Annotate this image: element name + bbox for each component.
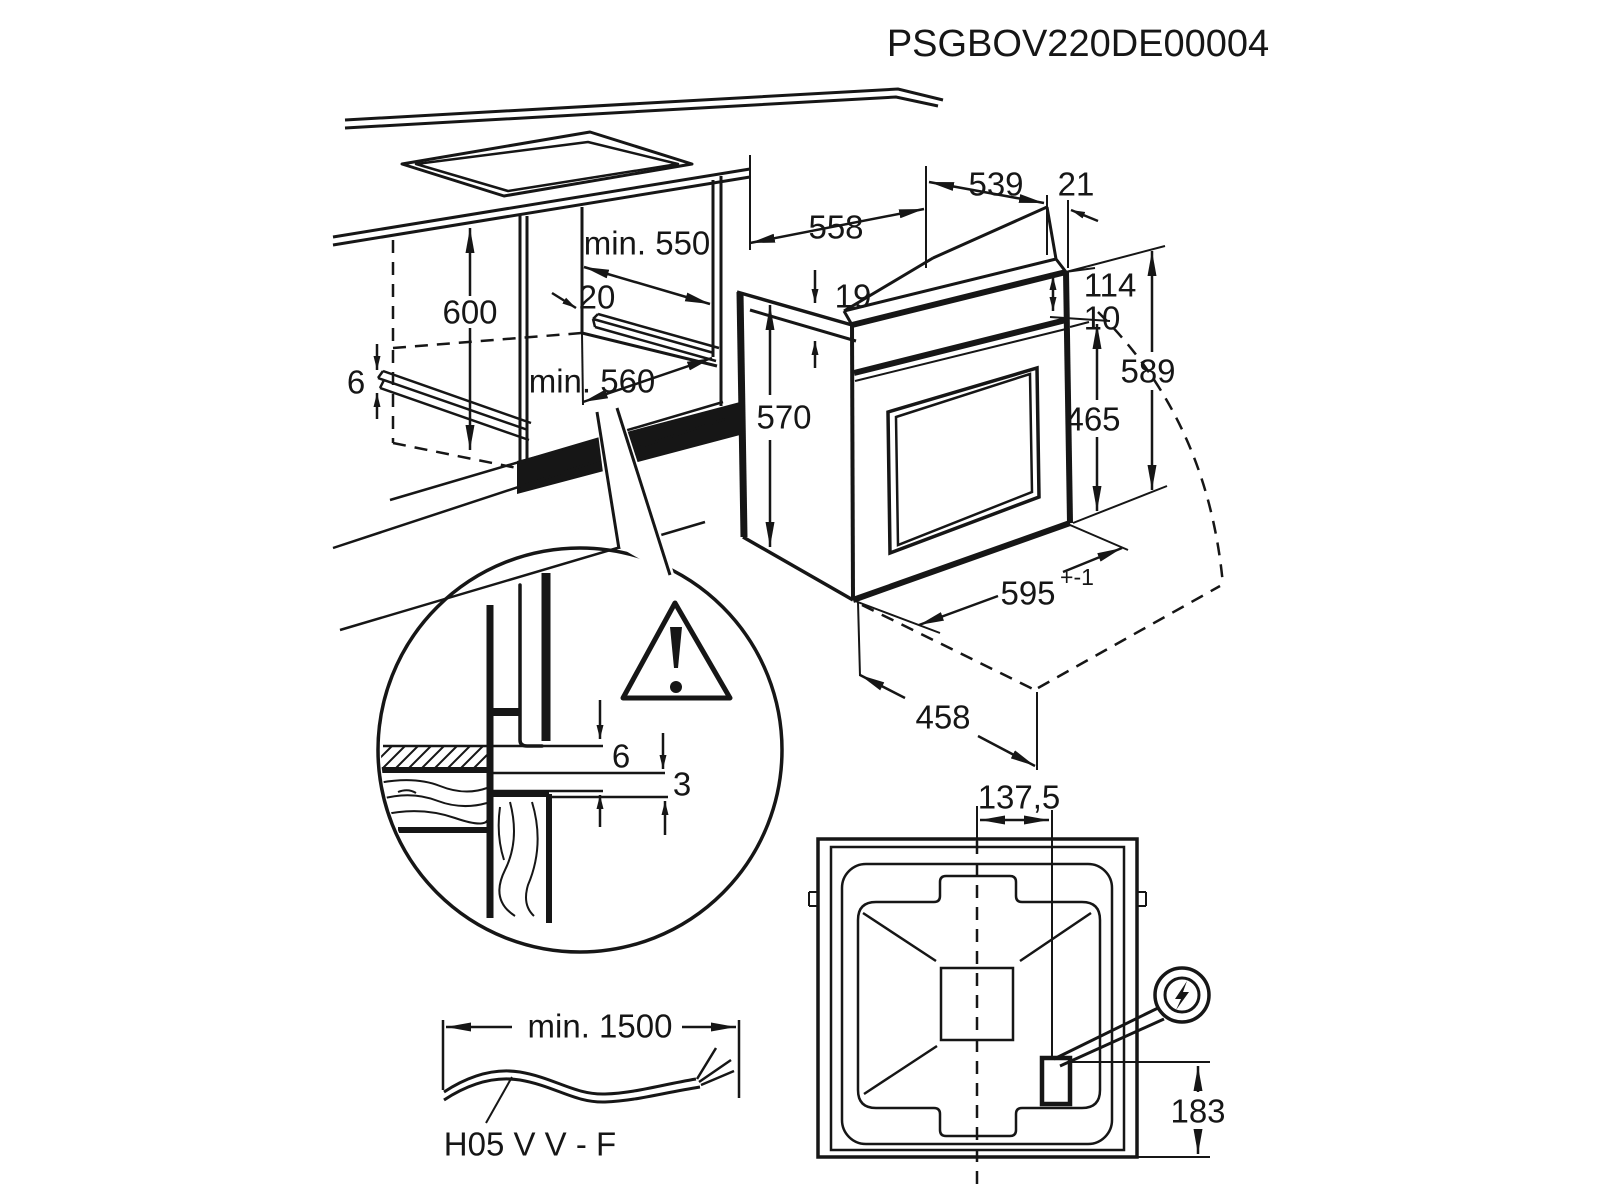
dim-junction-height: 183 bbox=[1170, 1066, 1226, 1154]
label-rear-depth: 539 bbox=[968, 166, 1023, 203]
door-swing-arc bbox=[1097, 311, 1225, 586]
door-window-inner bbox=[894, 372, 1034, 547]
wood-grain-left bbox=[381, 779, 490, 825]
floor-projection bbox=[861, 584, 1221, 692]
cooktop-cutout-outer bbox=[400, 130, 694, 198]
dim-rail-height: 6 bbox=[347, 344, 381, 419]
support-rail-right bbox=[591, 312, 720, 363]
label-front-height: 589 bbox=[1120, 353, 1175, 390]
dim-door-height: 465 bbox=[1065, 324, 1121, 511]
cable-line-top bbox=[443, 1069, 697, 1096]
fascia-bottom-edge bbox=[851, 520, 1072, 603]
dim-front-height: 589 bbox=[1120, 251, 1176, 490]
fascia-top-edge bbox=[851, 269, 1067, 328]
counter-front-edge bbox=[332, 167, 751, 239]
cable-view: min. 1500 H05 V V - F bbox=[441, 1008, 741, 1163]
ext-line bbox=[581, 332, 584, 406]
height-ext-lines bbox=[1070, 1061, 1210, 1158]
dim-niche-depth-bottom: min. 560 bbox=[529, 356, 713, 404]
extension-lines bbox=[749, 155, 1168, 770]
label-front-frame-depth: 21 bbox=[1058, 166, 1095, 203]
oven-top-faces bbox=[842, 205, 1068, 326]
dim-top-depth: 558 bbox=[749, 207, 925, 246]
dim-gap-bottom: 3 bbox=[659, 733, 691, 835]
label-door-height: 465 bbox=[1065, 401, 1120, 438]
dim-open-door-depth: 458 bbox=[859, 673, 1036, 768]
electric-connection-magnifier bbox=[1053, 966, 1211, 1068]
page-title: PSGBOV220DE00004 bbox=[887, 23, 1269, 65]
label-niche-depth-top: min. 550 bbox=[584, 225, 711, 262]
gap-detail-view: 6 3 bbox=[376, 546, 784, 954]
dim-niche-depth-top: min. 550 bbox=[583, 225, 711, 306]
base-line-1 bbox=[389, 400, 724, 502]
control-panel-bottom bbox=[853, 317, 1067, 376]
counter-back-edge-2 bbox=[344, 95, 939, 130]
rear-cross-panel bbox=[856, 874, 1102, 1138]
door-top-line bbox=[854, 328, 1067, 382]
label-top-step: 19 bbox=[835, 278, 872, 315]
label-junction-offset: 137,5 bbox=[978, 779, 1061, 816]
detail-callout-pointer bbox=[595, 405, 676, 580]
label-niche-depth-bottom: min. 560 bbox=[529, 363, 656, 400]
label-control-panel-height: 114 bbox=[1084, 267, 1137, 304]
dim-panel-door-gap: 10 bbox=[1069, 300, 1121, 337]
oven-side-bottom-edge bbox=[742, 535, 854, 602]
rear-side-tabs bbox=[808, 891, 1147, 907]
hidden-edges bbox=[391, 240, 583, 470]
dim-top-step: 19 bbox=[811, 270, 872, 368]
oven-front-left-edge bbox=[850, 324, 855, 601]
dim-control-panel-height: 114 bbox=[1049, 267, 1137, 311]
oven-rear-view: 137,5 183 bbox=[808, 779, 1226, 1192]
fascia-right-edge bbox=[1063, 271, 1073, 524]
label-niche-height: 600 bbox=[442, 294, 497, 331]
label-open-door-depth: 458 bbox=[915, 699, 970, 736]
label-front-width-tolerance: +-1 bbox=[1060, 564, 1094, 590]
door-window-outer bbox=[886, 365, 1041, 556]
dim-front-frame-depth: 21 bbox=[1058, 166, 1099, 223]
label-body-height: 570 bbox=[756, 399, 811, 436]
base-line-2 bbox=[332, 417, 726, 550]
cable-line-bottom bbox=[443, 1077, 701, 1104]
label-panel-door-gap: 10 bbox=[1084, 300, 1121, 337]
cable-frayed-end bbox=[695, 1047, 735, 1087]
detail-circle bbox=[376, 546, 784, 954]
cabinet-niche-view: 600 min. 550 20 min. 560 6 bbox=[332, 87, 944, 632]
dim-gap-top: 6 bbox=[596, 700, 630, 827]
laminate-hatch bbox=[381, 745, 488, 771]
dim-junction-offset: 137,5 bbox=[978, 779, 1061, 825]
dim-rear-depth: 539 bbox=[928, 166, 1045, 205]
label-rail-height: 6 bbox=[347, 364, 365, 401]
label-junction-height: 183 bbox=[1170, 1093, 1225, 1130]
dim-niche-height: 600 bbox=[442, 228, 498, 450]
detail-section bbox=[381, 573, 668, 923]
lightning-bolt-icon bbox=[1175, 981, 1189, 1010]
support-rail-left bbox=[376, 369, 532, 442]
label-gap-bottom: 3 bbox=[673, 766, 691, 803]
dim-front-width: 595 +-1 bbox=[918, 546, 1123, 627]
label-top-depth: 558 bbox=[808, 209, 863, 246]
oven-back-edge bbox=[736, 291, 748, 538]
label-gap-top: 6 bbox=[612, 738, 630, 775]
label-cable-length: min. 1500 bbox=[528, 1008, 673, 1045]
label-front-width: 595 bbox=[1000, 575, 1055, 612]
cable-leader-line bbox=[485, 1076, 513, 1124]
oven-side-top-edge bbox=[736, 290, 853, 327]
cooktop-cutout-inner bbox=[414, 140, 680, 193]
dim-body-height: 570 bbox=[756, 305, 812, 547]
counter-back-edge bbox=[344, 87, 944, 122]
niche-floor-edge bbox=[581, 331, 718, 368]
wood-grain-lower bbox=[497, 801, 539, 917]
label-rail-setback: 20 bbox=[579, 279, 616, 316]
warning-triangle-icon bbox=[620, 600, 733, 701]
rear-diagonal-marks bbox=[862, 911, 1092, 1096]
dim-rail-setback: 20 bbox=[551, 279, 616, 316]
oven-perspective-view: 558 539 21 19 114 10 589 bbox=[736, 155, 1225, 770]
counter-front-edge-2 bbox=[332, 175, 751, 247]
trim-profile bbox=[518, 583, 544, 748]
oven-side-step-line bbox=[749, 308, 857, 343]
label-cable-type: H05 V V - F bbox=[444, 1126, 616, 1163]
dim-cable-length: min. 1500 bbox=[446, 1008, 736, 1045]
